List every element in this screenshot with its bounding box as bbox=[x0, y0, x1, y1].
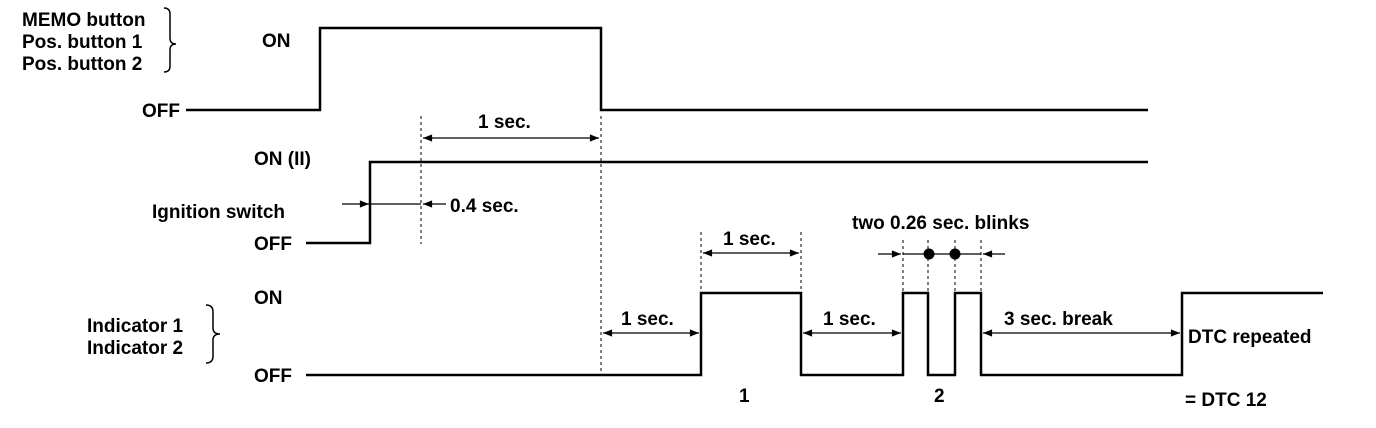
memo-on-label: ON bbox=[262, 31, 291, 52]
memo-group-brace bbox=[163, 7, 177, 73]
long-blink-time: 1 sec. bbox=[723, 229, 776, 250]
pos-button-1-label: Pos. button 1 bbox=[22, 32, 143, 53]
short-blinks-label: two 0.26 sec. blinks bbox=[852, 213, 1029, 234]
pos-button-2-label: Pos. button 2 bbox=[22, 54, 142, 75]
break-time: 3 sec. break bbox=[1004, 309, 1113, 330]
gap-time: 1 sec. bbox=[823, 309, 876, 330]
memo-button-trace bbox=[186, 26, 1148, 112]
digit-2-label: 2 bbox=[934, 386, 945, 407]
blink-2-dot bbox=[949, 248, 961, 260]
ignition-off-label: OFF bbox=[254, 234, 292, 255]
indicator-2-label: Indicator 2 bbox=[87, 338, 183, 359]
dtc-repeated-label: DTC repeated bbox=[1188, 327, 1312, 348]
blink-1-dot bbox=[923, 248, 935, 260]
memo-button-label: MEMO button bbox=[22, 10, 145, 31]
pre-blink-time: 1 sec. bbox=[621, 309, 674, 330]
ignition-on-label: ON (II) bbox=[254, 149, 311, 170]
ignition-switch-trace bbox=[306, 160, 1148, 245]
dtc-result-label: = DTC 12 bbox=[1185, 390, 1267, 411]
indicator-trace bbox=[306, 291, 1323, 377]
memo-off-label: OFF bbox=[142, 101, 180, 122]
indicator-1-label: Indicator 1 bbox=[87, 316, 184, 337]
indicator-off-label: OFF bbox=[254, 366, 292, 387]
digit-1-label: 1 bbox=[739, 386, 750, 407]
ign-delay-time: 0.4 sec. bbox=[450, 196, 519, 217]
ignition-switch-label: Ignition switch bbox=[152, 202, 285, 223]
memo-hold-time: 1 sec. bbox=[478, 112, 531, 133]
indicator-on-label: ON bbox=[254, 288, 283, 309]
indicator-group-brace bbox=[205, 304, 221, 364]
